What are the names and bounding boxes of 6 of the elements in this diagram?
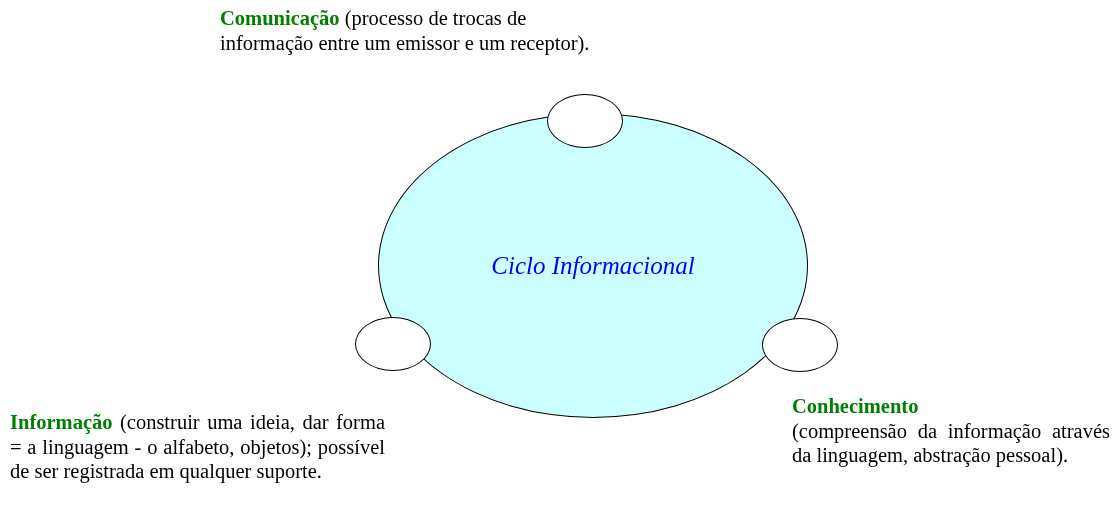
empty-circle	[762, 318, 838, 372]
description-text: Conhecimento (compreensão da informação através da linguagem, abstração pessoal).	[792, 394, 1110, 468]
description-text: Comunicação (processo de trocas de informação entre um emissor e um receptor).	[220, 6, 591, 56]
empty-circle	[355, 317, 431, 371]
cycle-title: Ciclo Informacional	[491, 251, 695, 280]
description-text: Informação (construir uma ideia, dar forma = a linguagem - o alfabeto, objetos); possível de ser registrada em qualquer suporte.	[10, 410, 385, 484]
